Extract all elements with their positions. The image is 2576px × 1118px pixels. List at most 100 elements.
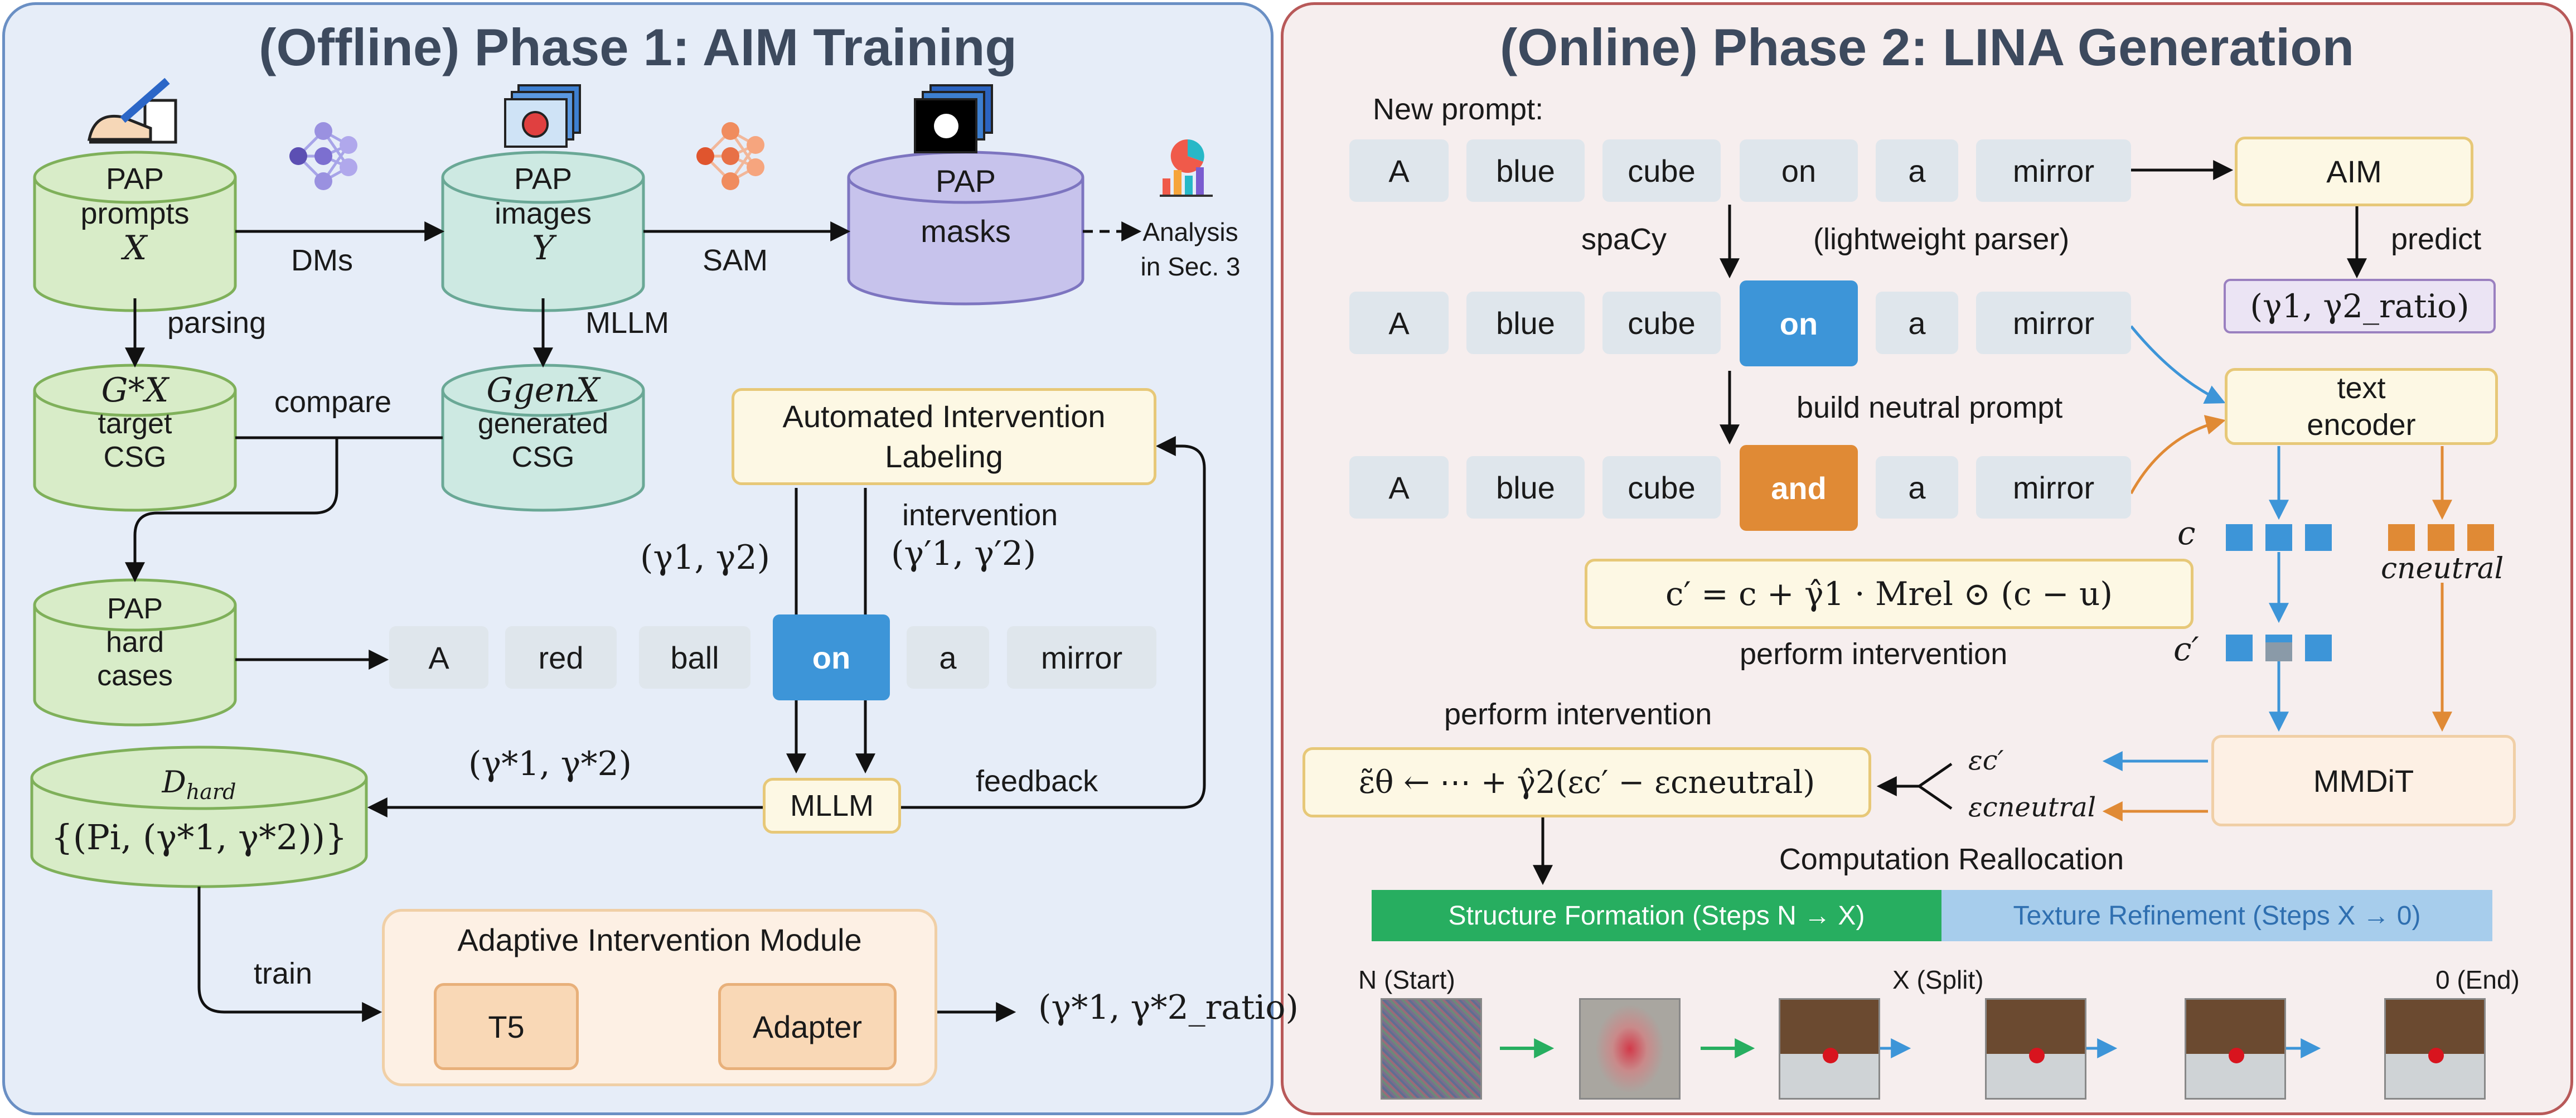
computation-reallocation-label: Computation Reallocation [1779,843,2124,876]
cylinder-masks [847,151,1084,306]
edge-mllm-label: MLLM [585,306,670,340]
perform-intervention-2: perform intervention [1444,698,1712,731]
p2-row1-token-3: on [1740,139,1858,202]
t5-box: T5 [434,983,579,1070]
p2-row1-token-0: A [1349,139,1449,202]
images-db-line1: PAP [514,162,573,196]
red-ball-icon [1823,1048,1838,1063]
p2-row1-token-2: cube [1602,139,1721,202]
cylinder-hard-cases [33,578,237,727]
p2-row2-token-3: on [1740,280,1858,366]
p2-row2-token-0: A [1349,292,1449,354]
dhard-label: Dhard {(Pi, (γ*1, γ*2))} [32,765,366,855]
cylinder-target-csg [33,364,237,512]
p2-row3-token-0: A [1349,456,1449,519]
images-db-symbol: Y [532,229,554,268]
masks-db-line1: PAP [936,163,996,199]
text-encoder-line1: text [2337,371,2386,405]
gamma-pred-box: (γ1, γ2_ratio) [2224,279,2496,333]
text-encoder-line2: encoder [2307,408,2416,442]
p2-row3-token-1: blue [1466,456,1585,519]
intervention-label: intervention [902,498,1058,532]
phase2-arrows [1533,160,2367,885]
zero-end-label: 0 (End) [2435,965,2520,994]
hard-cases-label: PAP hard cases [35,592,235,693]
hard-cases-line1: PAP [106,593,163,625]
generated-csg-label: GgenX generated CSG [443,374,643,474]
p2-row2-token-2: cube [1602,292,1721,354]
dhard-symbol: Dhard [32,765,366,809]
spacy-label: spaCy [1581,222,1667,256]
ail-line2: Labeling [885,439,1003,474]
edge-train-label: train [254,957,313,990]
target-csg-line2: target [98,408,172,440]
p1-token-1: red [505,626,617,689]
lightweight-parser-label: (lightweight parser) [1813,222,2070,256]
feedback-label: feedback [976,764,1098,798]
masks-db-label: PAP masks [849,162,1083,251]
aim-module-box: Adaptive Intervention Module T5 Adapter [382,909,937,1086]
eps-c-prime-label: εc′ [1968,745,2004,776]
p1-token-3: on [773,614,890,700]
network-icon-orange [689,114,772,198]
images-db-line2: images [494,197,592,230]
edge-dms-label: DMs [291,244,353,277]
p2-row3-token-5: mirror [1976,456,2131,519]
mask-stack-icon [912,83,995,155]
p1-token-5: mirror [1007,626,1156,689]
build-neutral-label: build neutral prompt [1797,391,2063,424]
hard-cases-line3: cases [97,660,173,692]
image-stack-icon [502,83,585,155]
target-csg-line3: CSG [103,441,167,473]
denoise-step-3-image [1985,998,2086,1100]
cylinder-images [441,151,645,312]
p1-token-4: a [907,626,989,689]
noise-image [1381,998,1482,1100]
edge-parsing-label: parsing [167,306,267,340]
hard-cases-line2: hard [105,626,164,659]
text-encoder-box: text encoder [2225,368,2498,445]
formula1-box: c′ = c + γ̂1 · Mrel ⊙ (c − u) [1585,559,2194,629]
images-db-label: PAP images Y [443,162,643,265]
cylinder-dhard [30,746,368,888]
gamma-prime-pair: (γ′1, γ′2) [891,534,1037,573]
cylinder-prompts [33,151,237,312]
c-label: c [2177,514,2196,552]
prompts-db-line2: prompts [80,197,190,230]
p1-token-2: ball [639,626,750,689]
generated-csg-line2: generated [477,408,609,440]
generated-csg-symbol: GgenX [486,371,600,410]
c-neutral-label: cneutral [2381,552,2504,585]
c-prime-embedding [2226,635,2332,661]
cylinder-generated-csg [441,364,645,512]
gamma-pair: (γ1, γ2) [640,538,771,577]
orange-arrows [2102,415,2452,821]
adapter-box: Adapter [718,983,897,1070]
c-prime-label: c′ [2173,630,2199,668]
analysis-line1: Analysis [1142,217,1238,246]
structure-formation-bar: Structure Formation (Steps N → X) [1372,890,1941,941]
red-ball-icon [2428,1048,2444,1063]
edge-compare-label: compare [274,385,392,419]
formula2-text: ε̃θ ← ⋯ + γ̂2(εc′ − εcneutral) [1358,764,1815,801]
predict-label: predict [2391,222,2482,256]
denoise-step-4-image [2185,998,2286,1100]
final-image [2384,998,2486,1100]
dhard-sym: D [162,764,186,800]
dhard-sub: hard [186,779,236,804]
aim-box: AIM [2235,137,2473,206]
p2-row2-token-4: a [1876,292,1958,354]
eps-c-neutral-label: εcneutral [1968,792,2096,823]
new-prompt-label: New prompt: [1373,93,1544,126]
hand-writing-icon [84,78,184,145]
prompts-db-line1: PAP [105,162,164,196]
prompts-db-symbol: X [123,229,147,268]
p1-token-0: A [389,626,488,689]
aim-module-title: Adaptive Intervention Module [457,922,862,957]
generated-csg-line3: CSG [511,441,575,473]
formula1-text: c′ = c + γ̂1 · Mrel ⊙ (c − u) [1665,575,2113,613]
p2-row3-token-2: cube [1602,456,1721,519]
perform-intervention-1: perform intervention [1740,637,2008,671]
gamma-pred-value: (γ1, γ2_ratio) [2250,287,2470,325]
p2-row3-token-4: a [1876,456,1958,519]
